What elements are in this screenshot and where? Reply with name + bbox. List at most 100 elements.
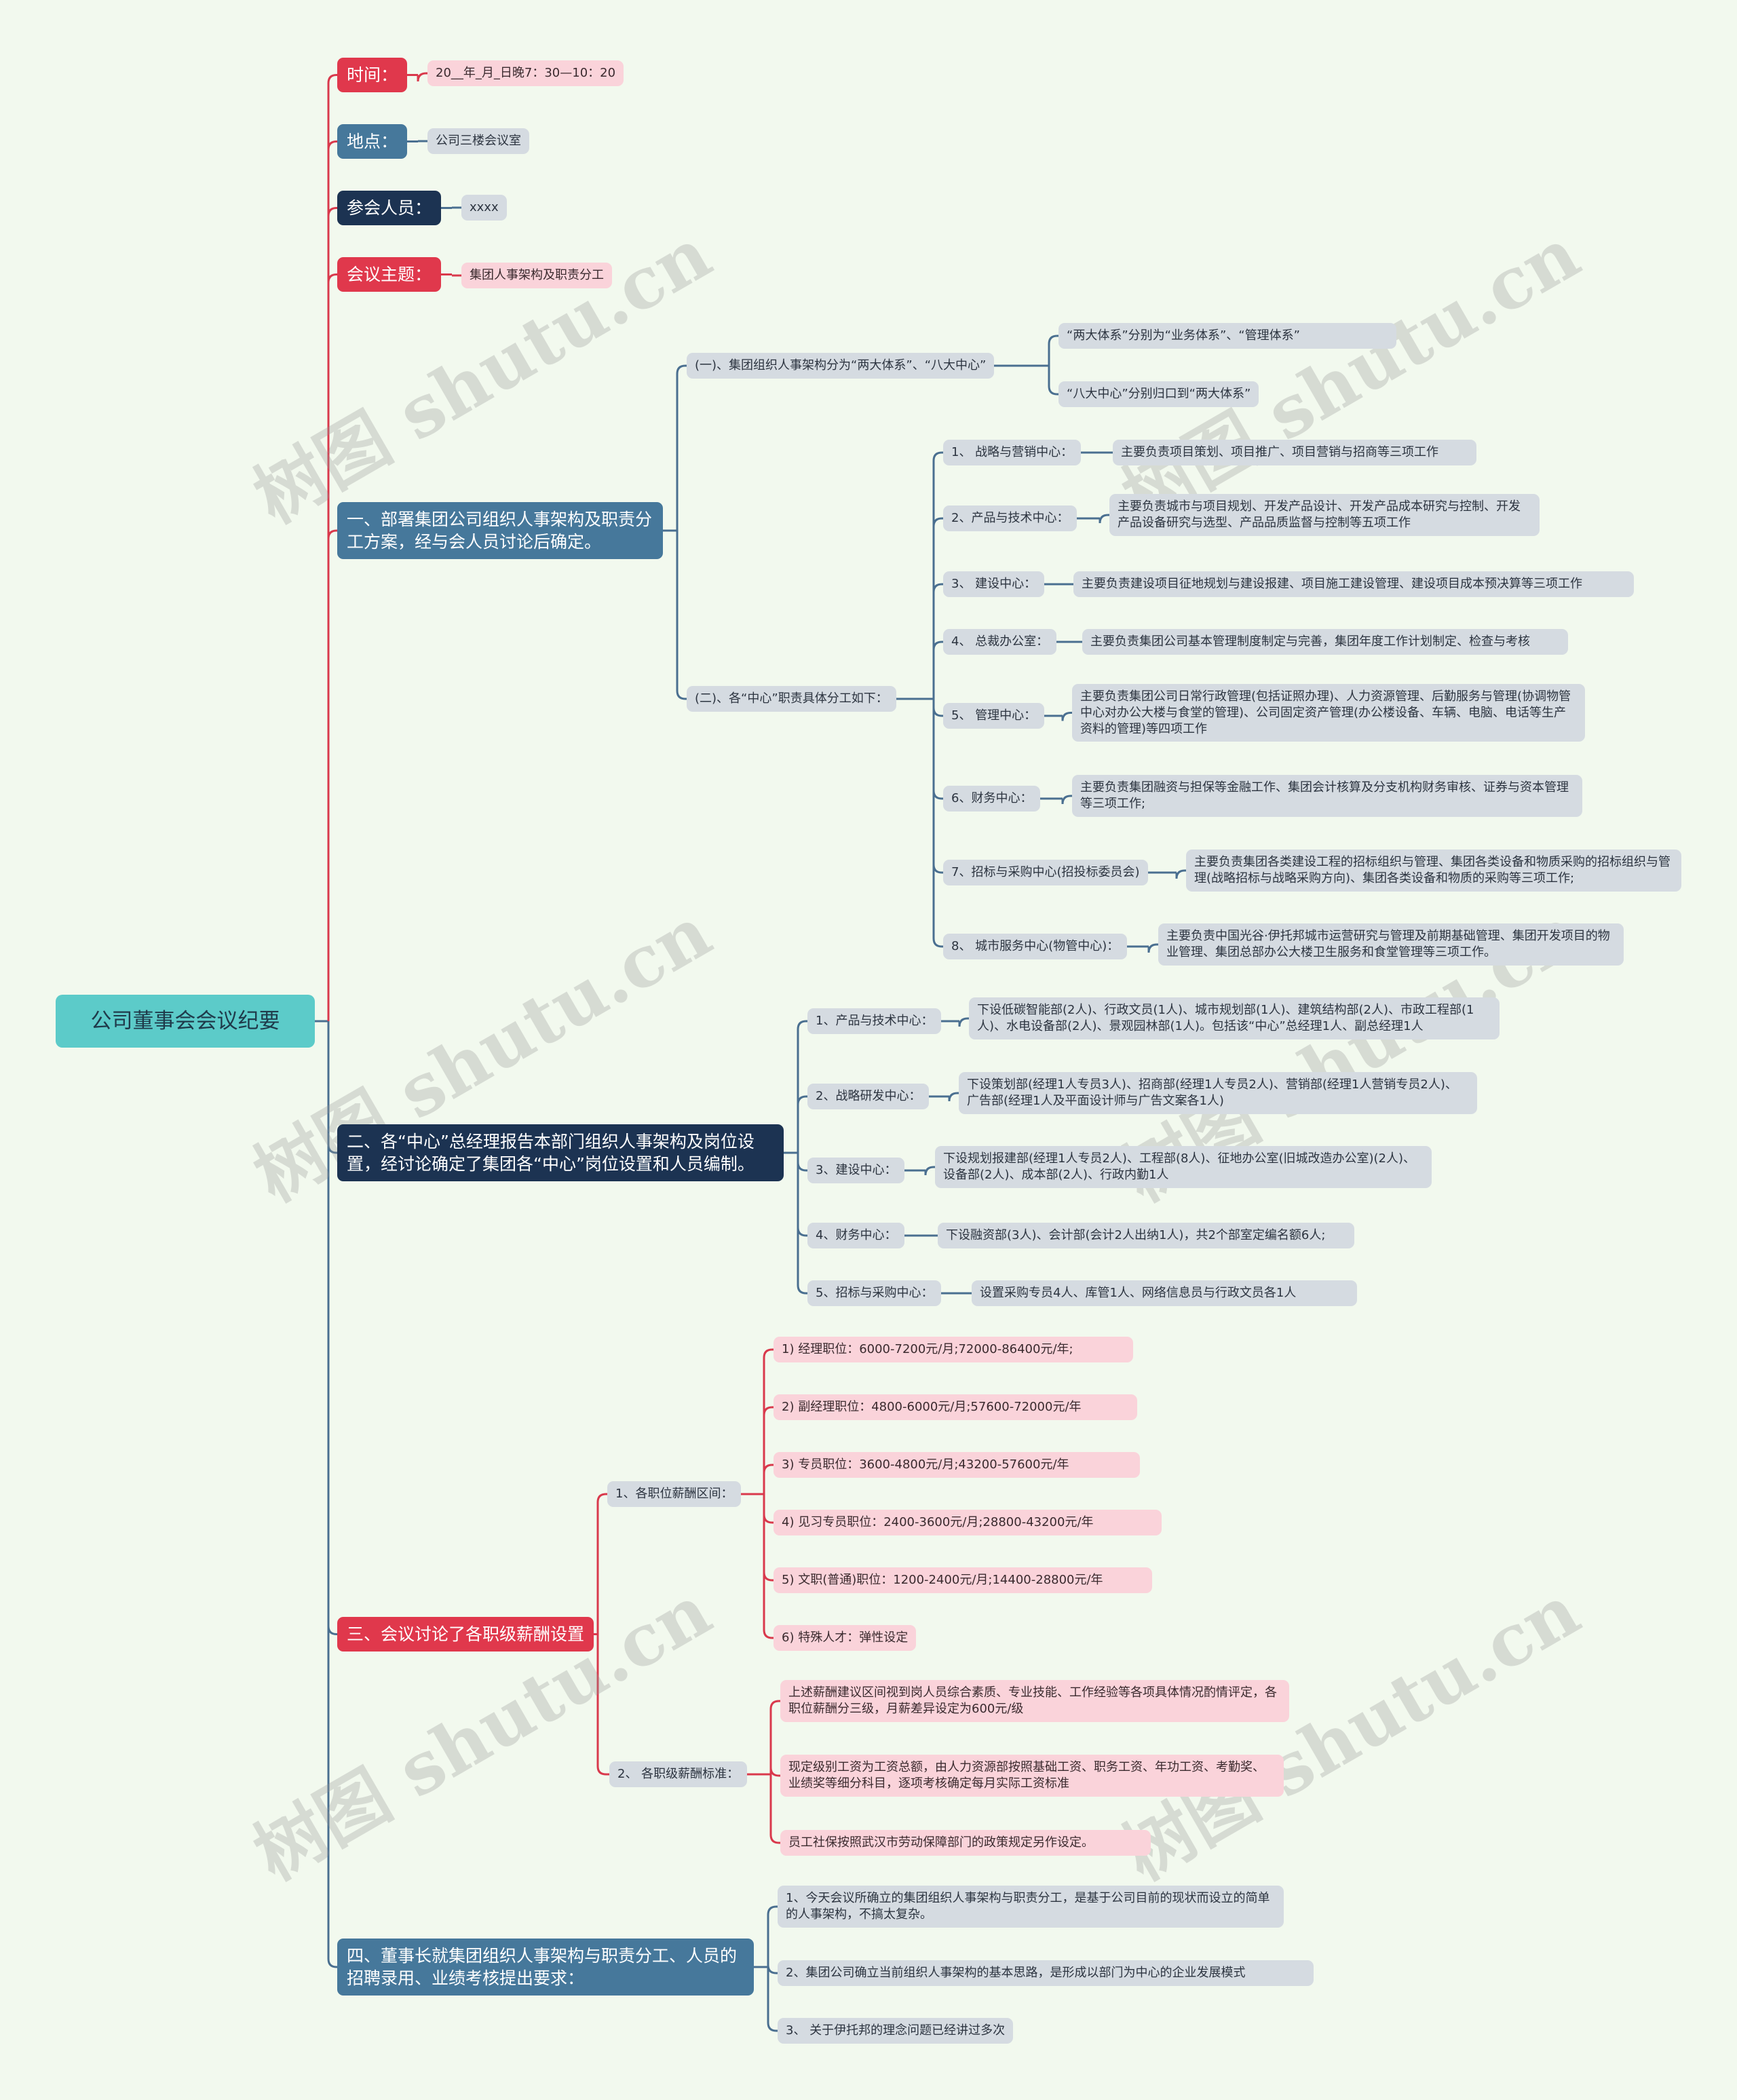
s1-center-6-duty[interactable]: 主要负责集团融资与担保等金融工作、集团会计核算及分支机构财务审核、证券与资本管理… (1072, 775, 1582, 817)
s3-range-4[interactable]: 4) 见习专员职位：2400-3600元/月;28800-43200元/年 (774, 1510, 1162, 1535)
s1-center-3[interactable]: 3、 建设中心： (943, 571, 1045, 597)
section-1-title[interactable]: 一、部署集团公司组织人事架构及职责分工方案，经与会人员讨论后确定。 (337, 502, 663, 559)
s3-range-1[interactable]: 1) 经理职位：6000-7200元/月;72000-86400元/年; (774, 1337, 1133, 1362)
section-2-connector (797, 1153, 807, 1172)
s3-standard-2[interactable]: 现定级别工资为工资总额，由人力资源部按照基础工资、职务工资、年功工资、考勤奖、业… (780, 1755, 1284, 1797)
time-value[interactable]: 20__年_月_日晚7：30—10：20 (427, 60, 624, 86)
section-1-connector (1061, 795, 1072, 805)
s1-center-6[interactable]: 6、财务中心： (943, 786, 1041, 812)
s1-center-5[interactable]: 5、 管理中心： (943, 703, 1045, 729)
s2-center-4-staff[interactable]: 下设融资部(3人)、会计部(会计2人出纳1人)，共2个部室定编名额6人; (938, 1223, 1354, 1248)
section-3-connector (763, 1494, 774, 1582)
s4-requirement-2[interactable]: 2、集团公司确立当前组织人事架构的基本思路，是形成以部门为中心的企业发展模式 (778, 1960, 1314, 1986)
section-1-connector (676, 364, 687, 531)
s2-center-1[interactable]: 1、产品与技术中心： (807, 1008, 942, 1034)
s1-center-4-duty[interactable]: 主要负责集团公司基本管理制度制定与完善，集团年度工作计划制定、检查与考核 (1082, 629, 1568, 655)
section-2-connector (924, 1166, 935, 1176)
theme-label[interactable]: 会议主题： (337, 257, 442, 292)
section-3-title[interactable]: 三、会议讨论了各职级薪酬设置 (337, 1617, 594, 1652)
s1-center-4[interactable]: 4、 总裁办公室： (943, 629, 1057, 655)
section-1-connector (1175, 869, 1186, 879)
s1-center-8[interactable]: 8、 城市服务中心(物管中心)： (943, 934, 1128, 959)
section-3-connector (596, 1634, 609, 1776)
section-1-connector (932, 699, 943, 717)
root-connector (327, 1021, 337, 1635)
s2-center-3[interactable]: 3、建设中心： (807, 1158, 905, 1183)
s2-center-3-staff[interactable]: 下设规划报建部(经理1人专员2人)、工程部(8人)、征地办公室(旧城改造办公室)… (935, 1146, 1432, 1188)
s3-sub-b[interactable]: 2、 各职级薪酬标准： (609, 1761, 748, 1787)
section-2-connector (797, 1153, 807, 1237)
root-connector (327, 1021, 337, 1968)
s4-requirement-1[interactable]: 1、今天会议所确立的集团组织人事架构与职责分工，是基于公司目前的现状而设立的简单… (778, 1886, 1284, 1928)
s1-center-3-duty[interactable]: 主要负责建设项目征地规划与建设报建、项目施工建设管理、建设项目成本预决算等三项工… (1073, 571, 1634, 597)
s1-center-2[interactable]: 2、产品与技术中心： (943, 505, 1077, 531)
section-1-connector (932, 699, 943, 874)
s1-center-7-duty[interactable]: 主要负责集团各类建设工程的招标组织与管理、集团各类设备和物质采购的招标组织与管理… (1186, 849, 1681, 892)
s1-center-8-duty[interactable]: 主要负责中国光谷·伊托邦城市运营研究与管理及前期基础管理、集团开发项目的物业管理… (1158, 923, 1624, 966)
s1-a-item-2[interactable]: “八大中心”分别归口到“两大体系” (1058, 381, 1259, 407)
section-2-title[interactable]: 二、各“中心”总经理报告本部门组织人事架构及岗位设置，经讨论确定了集团各“中心”… (337, 1124, 784, 1181)
section-1-connector (932, 699, 943, 948)
s3-sub-a[interactable]: 1、各职位薪酬区间： (607, 1481, 742, 1507)
root-title[interactable]: 公司董事会会议纪要 (56, 995, 315, 1048)
root-connector (327, 207, 337, 1021)
root-connector (327, 529, 337, 1021)
s1-center-1-duty[interactable]: 主要负责项目策划、项目推广、项目营销与招商等三项工作 (1113, 440, 1476, 465)
section-1-connector (1061, 712, 1072, 721)
section-1-connector (932, 517, 943, 699)
s2-center-2-staff[interactable]: 下设策划部(经理1人专员3人)、招商部(经理1人专员2人)、营销部(经理1人营销… (959, 1072, 1477, 1114)
theme-value[interactable]: 集团人事架构及职责分工 (461, 263, 612, 288)
s3-standard-3[interactable]: 员工社保按照武汉市劳动保障部门的政策规定另作设定。 (780, 1830, 1151, 1856)
attendees-value[interactable]: xxxx (461, 195, 507, 221)
s2-center-2[interactable]: 2、战略研发中心： (807, 1084, 930, 1109)
section-3-connector (763, 1348, 774, 1494)
section-3-connector (763, 1494, 774, 1639)
s2-center-5[interactable]: 5、招标与采购中心： (807, 1280, 942, 1306)
s3-range-5[interactable]: 5) 文职(普通)职位：1200-2400元/月;14400-28800元/年 (774, 1567, 1152, 1593)
s1-a-item-1[interactable]: “两大体系”分别为“业务体系”、“管理体系” (1058, 323, 1396, 349)
section-4-connector (767, 1967, 778, 2032)
section-2-connector (797, 1020, 807, 1153)
section-1-connector (932, 451, 943, 699)
root-connector (327, 273, 337, 1021)
s3-range-2[interactable]: 2) 副经理职位：4800-6000元/月;57600-72000元/年 (774, 1394, 1137, 1420)
root-connector (327, 140, 337, 1021)
section-3-connector (769, 1774, 780, 1844)
s1-center-1[interactable]: 1、 战略与营销中心： (943, 440, 1082, 465)
section-1-connector (1048, 366, 1058, 396)
section-4-connector (767, 1964, 778, 1974)
s1-sub-b[interactable]: (二)、各“中心”职责具体分工如下： (687, 686, 896, 712)
section-1-connector (1147, 943, 1158, 953)
section-3-connector (596, 1493, 607, 1635)
s3-standard-1[interactable]: 上述薪酬建议区间视到岗人员综合素质、专业技能、工作经验等各项具体情况酌情评定，各… (780, 1680, 1289, 1722)
root-connector (327, 74, 337, 1021)
s1-center-7[interactable]: 7、招标与采购中心(招投标委员会) (943, 860, 1148, 885)
s2-center-1-staff[interactable]: 下设低碳智能部(2人)、行政文员(1人)、城市规划部(1人)、建筑结构部(2人)… (969, 997, 1500, 1039)
attendees-label[interactable]: 参会人员： (337, 191, 442, 225)
s3-range-6[interactable]: 6) 特殊人才：弹性设定 (774, 1625, 917, 1651)
section-1-connector (1099, 514, 1109, 524)
section-4-title[interactable]: 四、董事长就集团组织人事架构与职责分工、人员的招聘录用、业绩考核提出要求： (337, 1939, 754, 1996)
s2-center-4[interactable]: 4、财务中心： (807, 1223, 905, 1248)
section-2-connector (958, 1017, 969, 1027)
s1-center-5-duty[interactable]: 主要负责集团公司日常行政管理(包括证照办理)、人力资源管理、后勤服务与管理(协调… (1072, 684, 1585, 742)
section-4-connector (767, 1905, 778, 1967)
s4-requirement-3[interactable]: 3、 关于伊托邦的理念问题已经讲过多次 (778, 2018, 1014, 2044)
time-label[interactable]: 时间： (337, 58, 408, 92)
root-connector (327, 1021, 337, 1154)
place-label[interactable]: 地点： (337, 124, 408, 159)
section-1-connector (932, 583, 943, 699)
section-3-connector (763, 1464, 774, 1494)
section-2-connector (948, 1092, 959, 1102)
section-1-connector (932, 641, 943, 699)
s1-center-2-duty[interactable]: 主要负责城市与项目规划、开发产品设计、开发产品成本研究与控制、开发产品设备研究与… (1109, 494, 1540, 536)
section-3-connector (769, 1700, 780, 1774)
place-value[interactable]: 公司三楼会议室 (427, 128, 529, 154)
section-1-connector (676, 531, 687, 700)
section-1-connector (1048, 335, 1058, 366)
s3-range-3[interactable]: 3) 专员职位：3600-4800元/月;43200-57600元/年 (774, 1452, 1140, 1478)
s1-sub-a[interactable]: (一)、集团组织人事架构分为“两大体系”、“八大中心” (687, 353, 995, 379)
section-3-connector (763, 1494, 774, 1524)
s2-center-5-staff[interactable]: 设置采购专员4人、库管1人、网络信息员与行政文员各1人 (972, 1280, 1357, 1306)
